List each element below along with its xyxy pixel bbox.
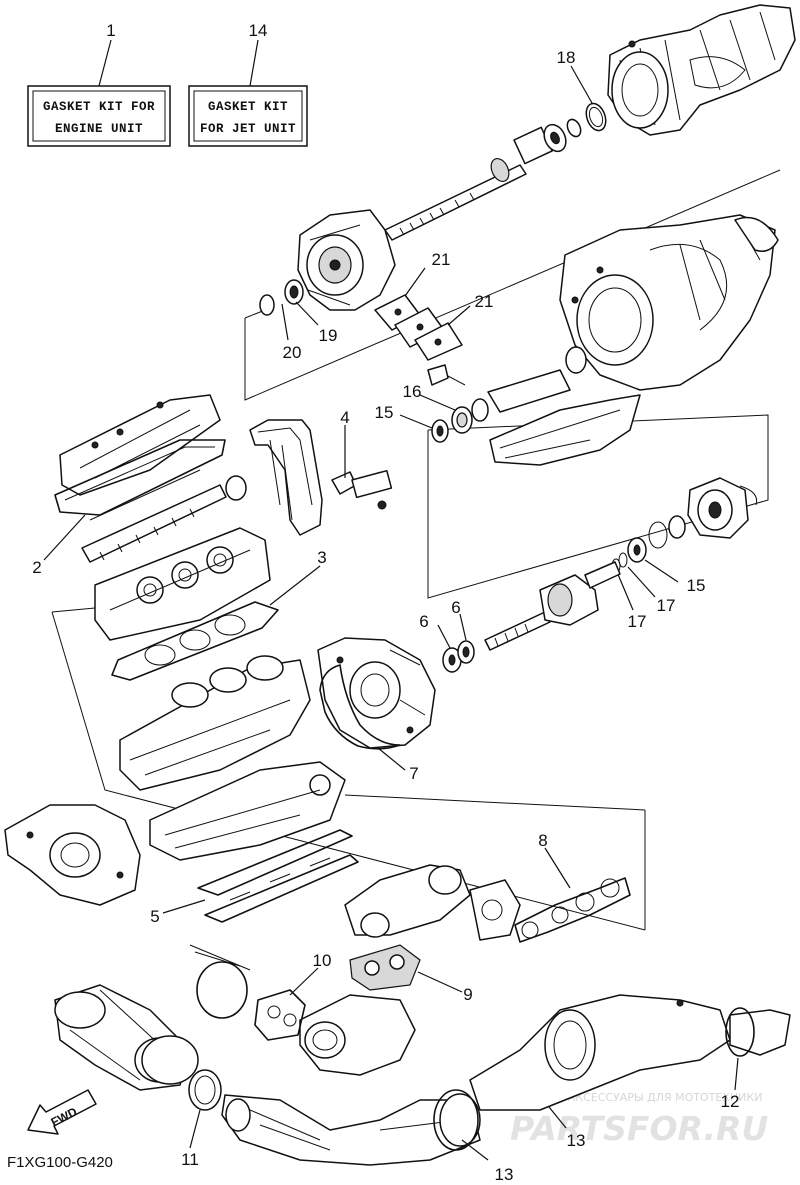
watermark-big-text: PARTSFOR.RU xyxy=(510,1109,768,1148)
callout-8: 8 xyxy=(538,831,547,850)
cylinder-head xyxy=(94,527,271,641)
callout-15-lower: 15 xyxy=(687,576,706,595)
pump-cover-gaskets-21: 21 21 xyxy=(374,250,494,386)
callout-2: 2 xyxy=(32,558,41,577)
kit-box-engine-line2: ENGINE UNIT xyxy=(55,122,143,136)
callout-10: 10 xyxy=(313,951,332,970)
timing-chain xyxy=(249,419,323,536)
head-cover-gasket-2: 2 xyxy=(32,439,226,577)
kit-box-jet-line2: FOR JET UNIT xyxy=(200,122,296,136)
callout-9: 9 xyxy=(463,985,472,1004)
camshafts xyxy=(81,469,247,563)
callout-5: 5 xyxy=(150,907,159,926)
oil-seal-15-lower: 15 xyxy=(627,537,706,595)
bearing-20: 20 xyxy=(259,294,302,362)
kit-box-engine-unit: GASKET KIT FOR ENGINE UNIT 1 xyxy=(27,21,171,147)
crankcase xyxy=(149,761,346,861)
hose-clamp xyxy=(189,944,251,1019)
cylinder-block xyxy=(119,655,311,791)
callout-13-upper: 13 xyxy=(567,1131,586,1150)
kit-box-jet-unit: GASKET KIT FOR JET UNIT 14 xyxy=(188,21,308,147)
callout-15-upper: 15 xyxy=(375,403,394,422)
cylinder-head-cover xyxy=(59,394,221,496)
impeller-housing xyxy=(648,477,758,549)
forward-direction-arrow: FWD xyxy=(27,1089,97,1135)
exhaust-gasket-9: 9 xyxy=(349,944,473,1004)
kit-box-jet-line1: GASKET KIT xyxy=(208,100,288,114)
intermediate-housing xyxy=(297,209,396,311)
callout-12: 12 xyxy=(721,1092,740,1111)
chain-tensioner-gasket-4: 4 xyxy=(331,408,393,510)
callout-19: 19 xyxy=(319,326,338,345)
gasket-ring-11: 11 xyxy=(141,1035,222,1169)
diagram-code: F1XG100-G420 xyxy=(7,1154,113,1171)
bearing-16: 16 xyxy=(403,382,489,434)
callout-7: 7 xyxy=(409,764,418,783)
callout-21-upper: 21 xyxy=(432,250,451,269)
exhaust-gaskets-13: 13 13 xyxy=(433,1046,586,1184)
exhaust-manifold xyxy=(344,864,521,941)
lower-crankcase-cover xyxy=(4,804,141,906)
callout-1: 1 xyxy=(106,21,115,40)
intake-duct xyxy=(487,346,641,466)
callout-18: 18 xyxy=(557,48,576,67)
o-ring-18: 18 xyxy=(557,48,607,132)
oil-seal-19: 19 xyxy=(284,279,338,345)
kit-box-engine-line1: GASKET KIT FOR xyxy=(43,100,155,114)
exhaust-elbow xyxy=(299,994,416,1076)
callout-13-lower: 13 xyxy=(495,1165,514,1184)
rear-exhaust-pipe xyxy=(469,994,791,1111)
callout-21-lower: 21 xyxy=(475,292,494,311)
crankcase-cover xyxy=(317,637,436,749)
gasket-12: 12 xyxy=(721,1007,755,1111)
crankcase-cover-gasket-7: 7 xyxy=(319,664,419,783)
callout-4: 4 xyxy=(340,408,349,427)
head-gasket-3: 3 xyxy=(111,548,327,681)
o-rings-17: 17 17 xyxy=(611,552,676,631)
exhaust-gasket-10: 10 xyxy=(254,951,332,1041)
callout-6-left: 6 xyxy=(419,612,428,631)
callout-16: 16 xyxy=(403,382,422,401)
oil-seal-15-upper: 15 xyxy=(375,403,449,443)
crankcase-gasket-5: 5 xyxy=(150,829,359,926)
callout-20: 20 xyxy=(283,343,302,362)
callout-17-right: 17 xyxy=(657,596,676,615)
callout-6-right: 6 xyxy=(451,598,460,617)
oil-seals-6: 6 6 xyxy=(419,598,475,673)
jet-pump-intake-housing xyxy=(559,214,779,391)
jet-pump-housing xyxy=(607,4,796,136)
coupler-drive-shaft xyxy=(484,561,621,651)
callout-3: 3 xyxy=(317,548,326,567)
impeller-drive-shaft xyxy=(384,118,582,241)
callout-17-left: 17 xyxy=(628,612,647,631)
callout-11: 11 xyxy=(181,1150,199,1169)
exhaust-gaskets-8: 8 xyxy=(514,831,631,943)
exhaust-pipe xyxy=(221,1093,481,1166)
callout-14: 14 xyxy=(249,21,268,40)
